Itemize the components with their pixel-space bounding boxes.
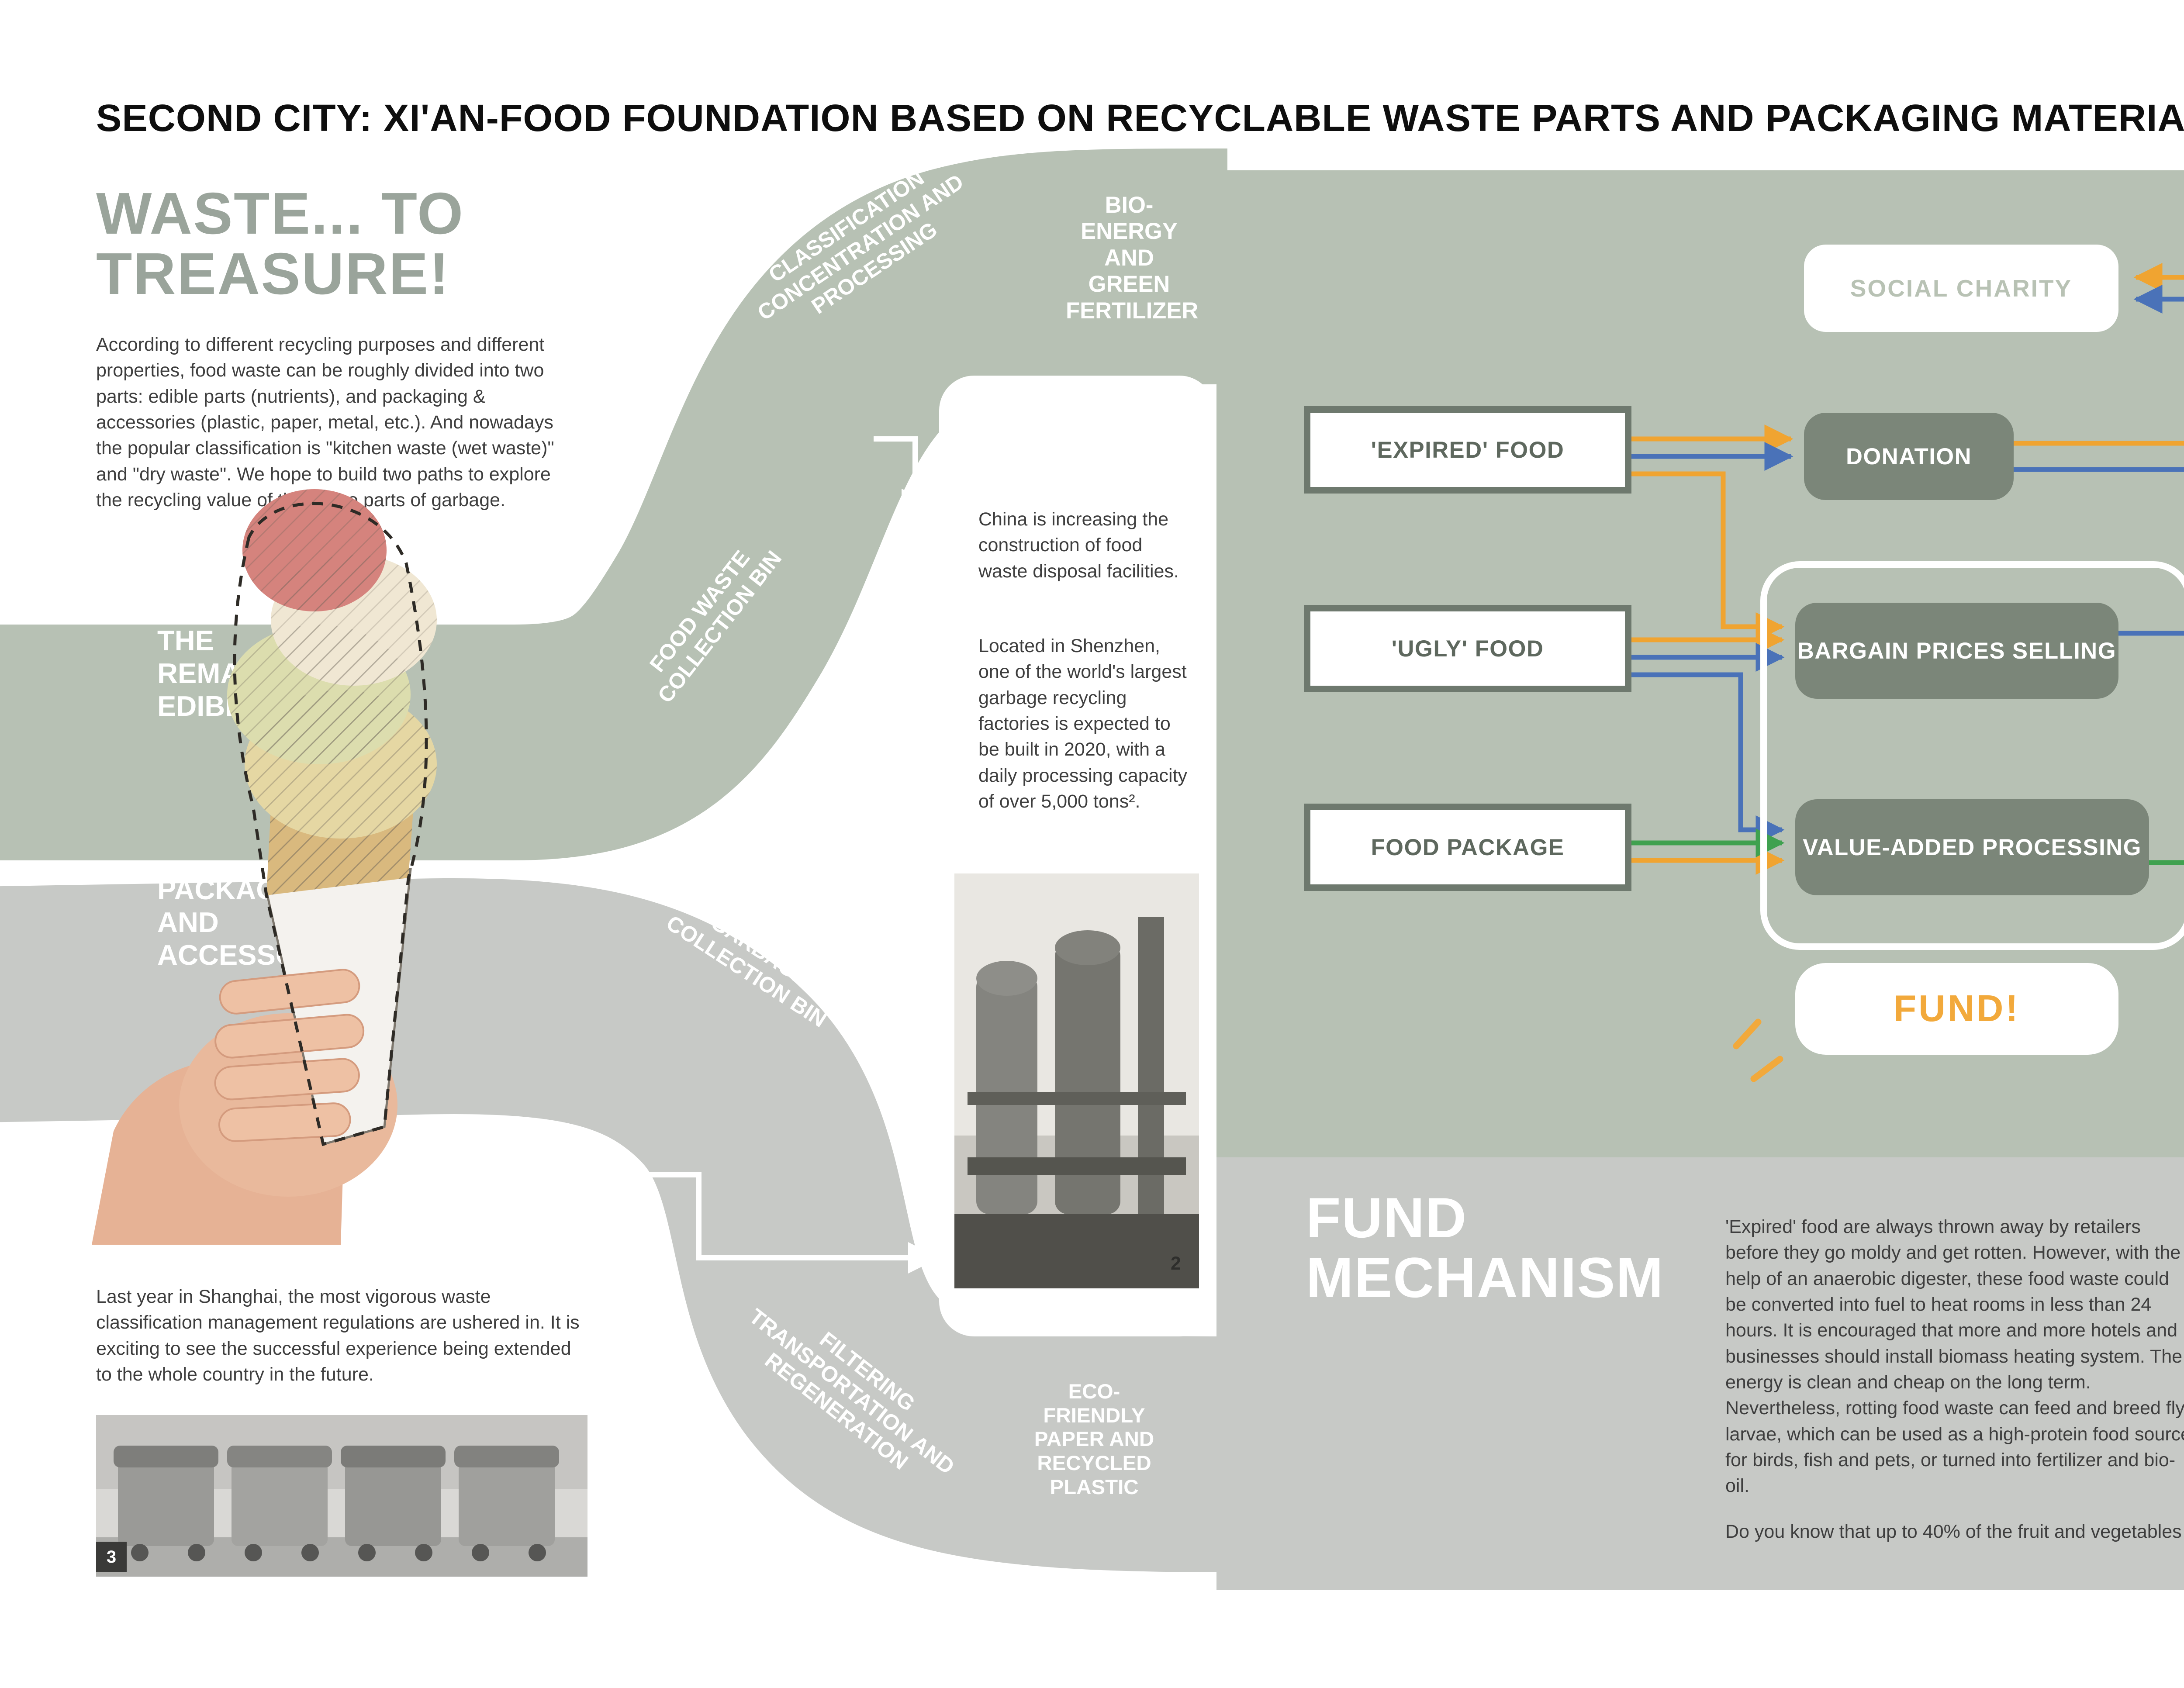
fund-node: FUND!: [1795, 963, 2118, 1055]
source-expired-food: 'EXPIRED' FOOD: [1304, 406, 1631, 494]
fund-sparkle-marks: [1736, 1022, 1780, 1079]
donation-node: DONATION: [1804, 413, 2014, 500]
value-added-node: VALUE-ADDED PROCESSING: [1795, 799, 2149, 895]
social-charity-node: SOCIAL CHARITY: [1804, 245, 2118, 332]
bargain-prices-node: BARGAIN PRICES SELLING: [1795, 603, 2118, 699]
white-connector-arrows: [581, 439, 937, 1258]
bins-photo-footnote: 3: [96, 1542, 127, 1572]
source-ugly-food: 'UGLY' FOOD: [1304, 605, 1631, 692]
source-food-package: FOOD PACKAGE: [1304, 804, 1631, 891]
